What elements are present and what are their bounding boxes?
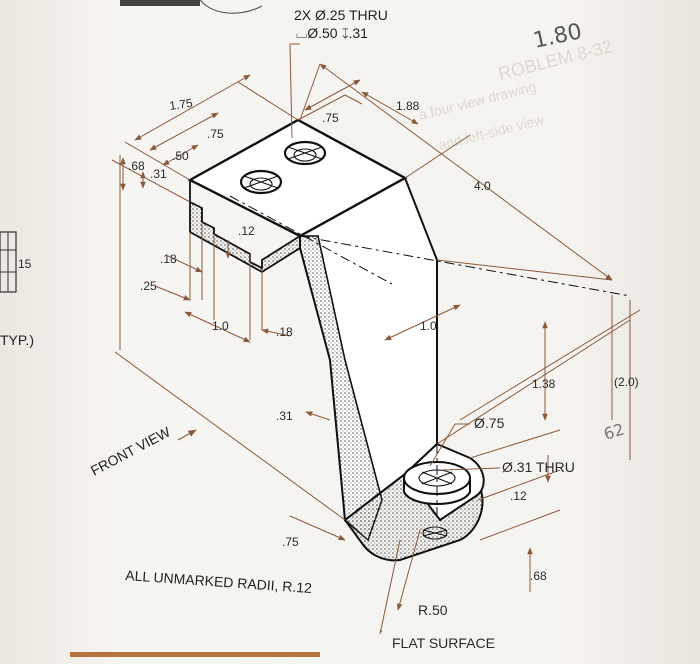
dim-31-top: .31 (150, 167, 167, 181)
front-view-arrow (177, 429, 197, 441)
ghost-text: ROBLEM 8-32 a four view drawing and left… (417, 36, 615, 153)
dim-1-75: 1.75 (168, 96, 193, 113)
dimension-lines (111, 43, 641, 635)
accent-bar (70, 652, 320, 657)
dim-18-left: .18 (160, 252, 177, 266)
dim-1-38: 1.38 (532, 377, 556, 391)
dim-75-top: .75 (322, 111, 339, 125)
dim-18-mid: .18 (276, 325, 293, 339)
dim-75-bottom: .75 (282, 535, 299, 549)
base-bottom-hole (422, 526, 448, 540)
radii-note: ALL UNMARKED RADII, R.12 (125, 567, 313, 596)
dim-31-mid: .31 (276, 409, 293, 423)
dim-1-88: 1.88 (396, 99, 420, 113)
dim-12-slot: .12 (238, 224, 255, 238)
dim-1-0-left: 1.0 (212, 319, 229, 333)
handwritten-dim-outer: (2.0) (614, 375, 639, 389)
dim-12-right: .12 (510, 489, 527, 503)
typ-label: TYP.) (0, 332, 34, 348)
callout-line-2: ⌴Ø.50 ↧.31 (296, 25, 368, 41)
dim-r-50: R.50 (418, 602, 448, 618)
counterbore-hole-2 (239, 169, 283, 195)
dim-68-top: .68 (128, 159, 145, 173)
dim-75-left: .75 (207, 127, 224, 141)
dim-dia-31: Ø.31 THRU (502, 459, 575, 475)
side-fig-label: 15 (18, 257, 32, 271)
dim-25: .25 (140, 279, 157, 293)
front-view-label: FRONT VIEW (88, 423, 174, 479)
dim-dia-75: Ø.75 (474, 415, 505, 431)
dim-68-bottom: .68 (530, 569, 547, 583)
flat-surface-label: FLAT SURFACE (392, 635, 495, 651)
header-fragment (120, 0, 200, 6)
handwritten-dim-inner: 62 (601, 419, 626, 443)
side-figure: 15 (0, 231, 32, 293)
dim-1-0-right: 1.0 (420, 319, 437, 333)
dim-50: .50 (172, 149, 189, 163)
header-circle (199, 0, 263, 14)
dim-4-0: 4.0 (474, 179, 491, 193)
callout-line-1: 2X Ø.25 THRU (294, 7, 388, 23)
